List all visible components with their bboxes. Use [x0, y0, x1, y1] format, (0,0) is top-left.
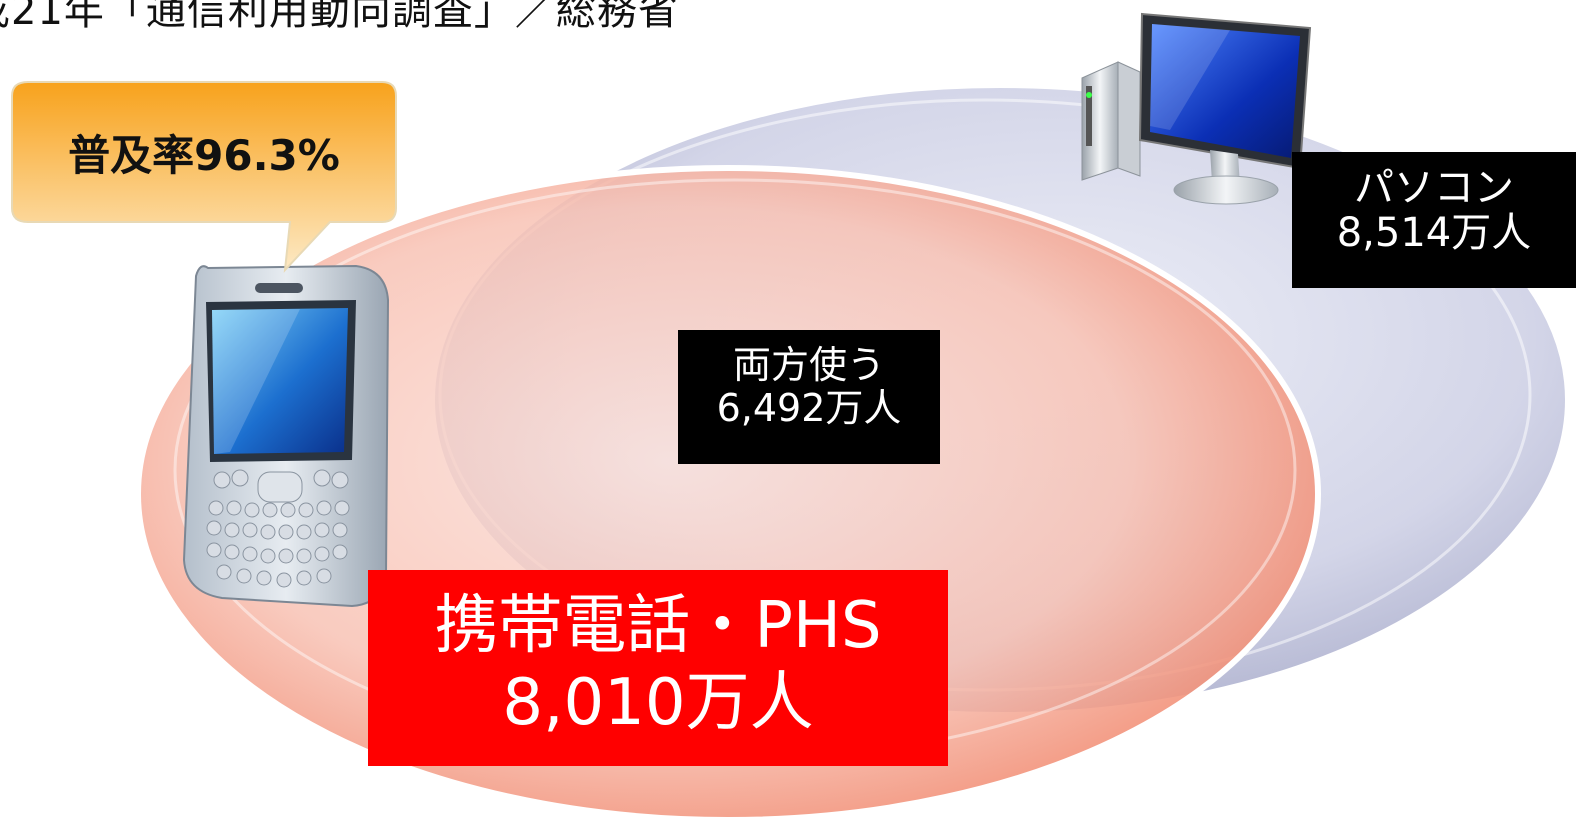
- pc-name: パソコン: [1354, 165, 1514, 211]
- both-users-label: 両方使う 6,492万人: [678, 330, 940, 464]
- both-name: 両方使う: [732, 343, 885, 387]
- both-users-count: 6,492万人: [716, 385, 902, 430]
- source-caption: 成21年「通信利用動向調査」／総務省: [0, 0, 679, 34]
- pc-users-count: 8,514万人: [1336, 209, 1532, 256]
- penetration-callout-bubble: [11, 81, 397, 273]
- pc-users-label: パソコン 8,514万人: [1292, 152, 1576, 288]
- penetration-rate-label: 普及率96.3%: [68, 130, 340, 180]
- mobile-users-label: 携帯電話・PHS 8,010万人: [368, 570, 948, 766]
- mobile-users-count: 8,010万人: [502, 665, 814, 740]
- desktop-computer-icon: [1081, 12, 1312, 205]
- smartphone-icon: [182, 264, 390, 608]
- mobile-name: 携帯電話・PHS: [434, 589, 882, 663]
